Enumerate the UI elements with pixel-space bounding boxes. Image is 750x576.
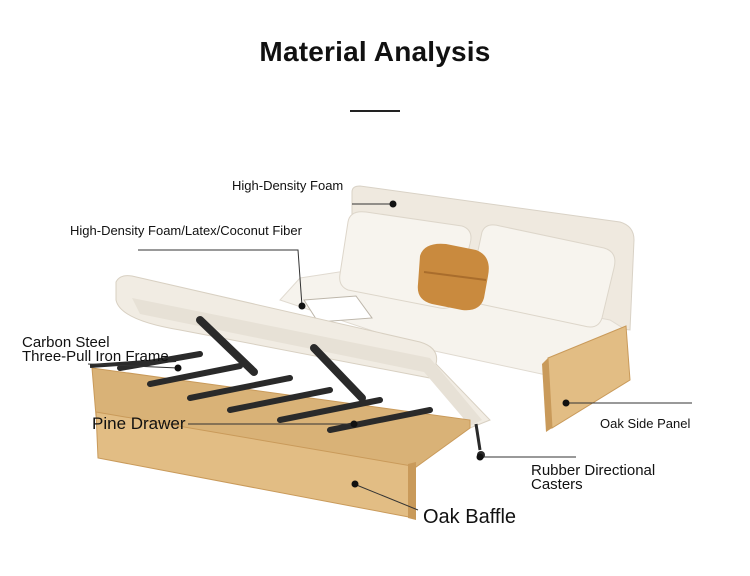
label-oak-side-panel: Oak Side Panel [600,416,691,431]
label-casters-line1: Rubber Directional [531,462,656,479]
label-steel-frame-line1: Carbon Steel [22,334,110,351]
label-cushion-materials: High-Density Foam/Latex/Coconut Fiber [70,223,302,238]
label-pine-drawer: Pine Drawer [92,414,186,433]
label-casters-line2: Casters [531,476,583,493]
label-steel-frame-line2: Three-Pull Iron Frame [22,348,169,365]
label-headrest-foam: High-Density Foam [232,178,344,193]
label-steel-frame: Carbon Steel Three-Pull Iron Frame [22,334,169,365]
title-divider [350,110,400,112]
label-casters: Rubber Directional Casters [531,462,656,493]
label-oak-baffle: Oak Baffle [423,506,517,528]
page-title: Material Analysis [259,36,491,67]
